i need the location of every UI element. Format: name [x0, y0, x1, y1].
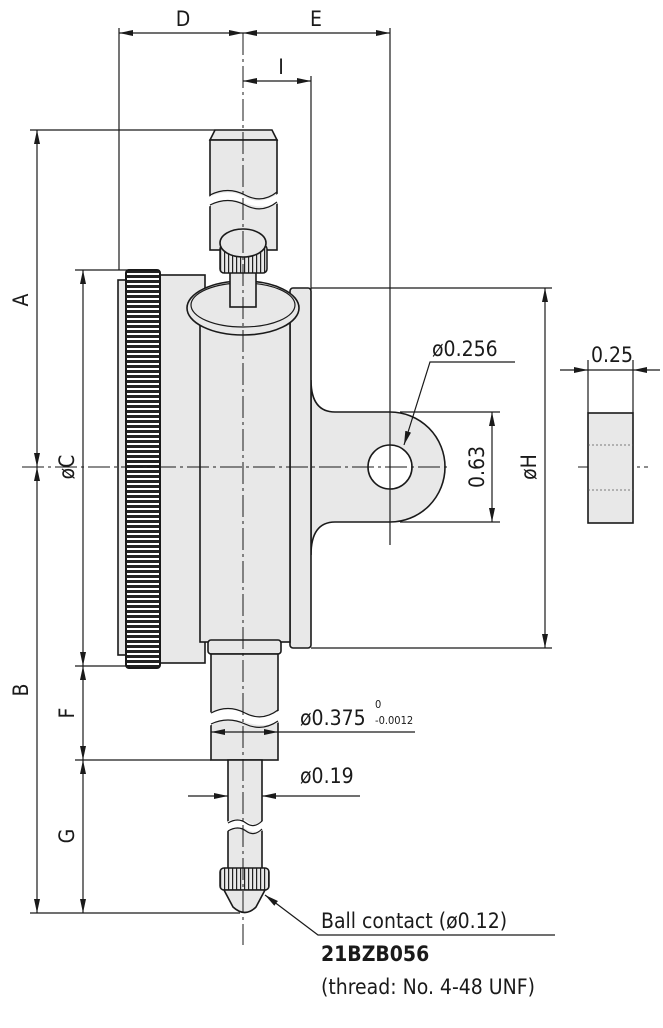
dim-label-i: I: [278, 55, 284, 79]
contact-note-line1: Ball contact (ø0.12): [321, 909, 507, 933]
dim-label-f: F: [55, 708, 79, 719]
dim-label-c: øC: [55, 455, 79, 480]
dim-label-hole-dia: ø0.256: [432, 337, 498, 361]
dial-body: [117, 269, 206, 669]
extension-lines: [30, 28, 634, 914]
dim-label-e: E: [310, 7, 322, 31]
dim-label-stem-dia: ø0.375: [300, 706, 366, 730]
stem-tol-lower: -0.0012: [375, 714, 413, 727]
dimension-lines: [34, 30, 660, 936]
dim-label-d: D: [176, 7, 191, 31]
dim-label-lug-height: 0.63: [465, 446, 489, 488]
stem-tol-upper: 0: [375, 698, 381, 711]
dim-label-b: B: [9, 684, 33, 697]
lug-side-view: [587, 412, 634, 524]
lower-stem: [207, 639, 282, 914]
contact-thread-note: (thread: No. 4-48 UNF): [321, 975, 535, 999]
contact-point-knurl: [219, 867, 270, 891]
contact-part-number: 21BZB056: [321, 942, 429, 966]
dim-label-h: øH: [517, 454, 541, 480]
dim-label-a: A: [9, 293, 33, 306]
dim-label-lug-thickness: 0.25: [591, 343, 633, 367]
dim-label-g: G: [55, 829, 79, 844]
dim-label-spindle-dia: ø0.19: [300, 764, 354, 788]
